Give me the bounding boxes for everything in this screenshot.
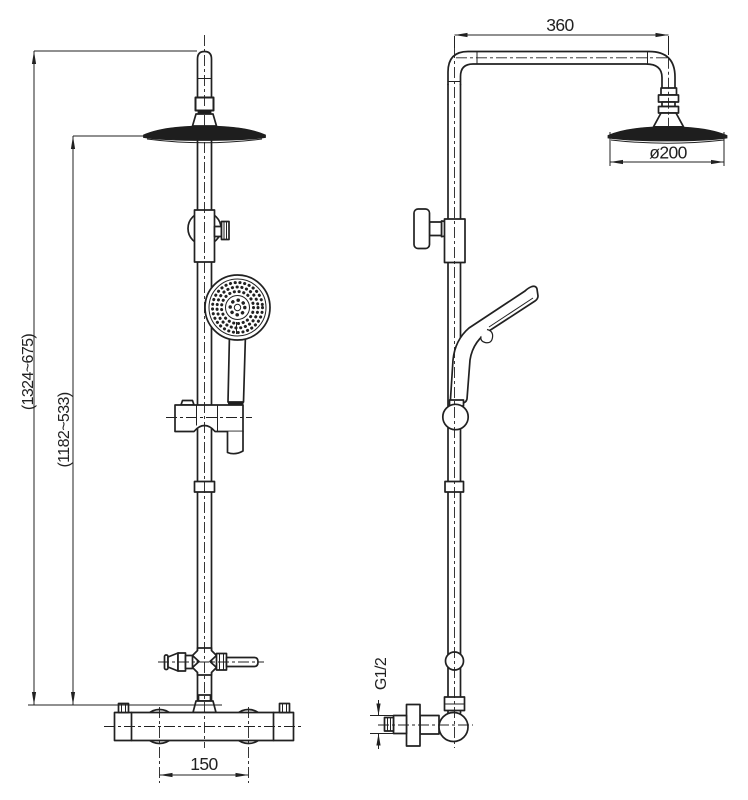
dim-height-to-head-label: (1182~533): [56, 392, 73, 467]
wall-bracket-side: [413, 208, 466, 264]
dim-thread-size: G1/2: [370, 657, 394, 749]
dim-thread-size-label: G1/2: [373, 657, 390, 690]
dimensions: (1324~675) (1182~533) 360 ø200: [20, 15, 725, 778]
hose-stub-front: [226, 431, 244, 455]
top-arm-side: [447, 50, 676, 89]
dim-overall-height-label: (1324~675): [20, 334, 37, 411]
dim-overall-height: (1324~675): [20, 50, 222, 706]
spray-dot-ring-mid: [215, 285, 260, 330]
centerlines: [104, 35, 669, 783]
hand-shower-front: [204, 274, 271, 410]
mixer-side: [383, 696, 469, 747]
spray-dot-ring-outer: [211, 281, 264, 334]
dim-head-diameter: ø200: [609, 132, 725, 166]
mixer-port-right: [278, 702, 291, 714]
spray-dot-ring-inner: [220, 290, 255, 325]
wall-bracket-knob-front: [193, 209, 230, 263]
rain-head-plate-front: [143, 125, 266, 144]
dim-inlet-centers-label: 150: [190, 754, 218, 774]
hand-shower-hook: [480, 328, 494, 344]
spray-center-dots: [228, 298, 247, 317]
inlet-port-side: [392, 714, 408, 735]
thread-end-side: [383, 716, 395, 732]
dim-arm-length-label: 360: [546, 15, 574, 35]
rain-head-plate-side: [607, 126, 728, 144]
mixer-port-left: [117, 702, 130, 714]
slider-holder-front: [174, 399, 244, 455]
dim-height-to-head: (1182~533): [56, 135, 146, 705]
hand-shower-side: [441, 285, 539, 431]
front-view: [113, 50, 295, 745]
mixer-body-front: [113, 694, 295, 742]
holder-ring-side: [441, 403, 470, 431]
diverter-valve-front: [163, 647, 259, 676]
dim-arm-length: 360: [454, 15, 669, 55]
dim-head-diameter-label: ø200: [649, 143, 687, 163]
dim-inlet-centers: 150: [159, 754, 249, 778]
bracket-knob-side: [413, 208, 431, 250]
